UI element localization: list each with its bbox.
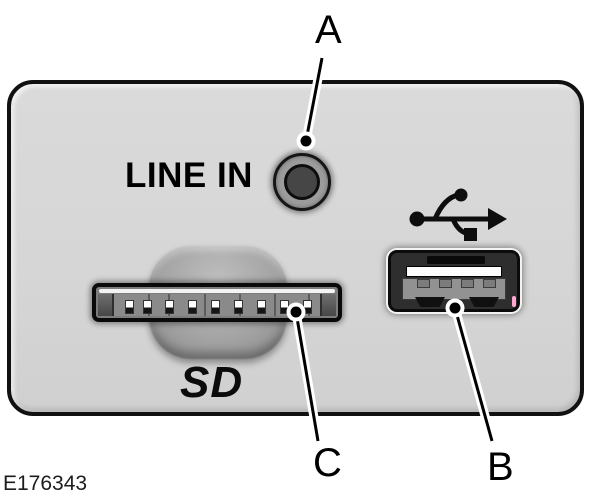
sd-pin — [165, 300, 174, 314]
usb-port-notch — [439, 279, 452, 288]
sd-pin — [303, 300, 312, 314]
sd-pin — [234, 300, 243, 314]
usb-port-notch — [483, 279, 496, 288]
sd-slot-interior — [98, 294, 336, 316]
usb-port-foot — [415, 297, 445, 307]
usb-port-foot — [469, 297, 499, 307]
sd-slot-end — [320, 294, 336, 316]
sd-pin — [125, 300, 134, 314]
line-in-jack — [273, 153, 331, 211]
sd-slot-top-highlight — [99, 289, 335, 293]
line-in-label: LINE IN — [125, 156, 253, 195]
usb-port — [388, 250, 520, 312]
callout-label-a: A — [315, 8, 342, 52]
usb-port-connector-body — [402, 278, 506, 300]
sd-pin — [211, 300, 220, 314]
sd-pin — [188, 300, 197, 314]
callout-label-b: B — [487, 445, 514, 489]
sd-slot-seam — [274, 294, 276, 316]
usb-port-notch — [461, 279, 474, 288]
usb-port-tongue — [406, 266, 502, 277]
sd-pin — [143, 300, 152, 314]
line-in-jack-hole — [284, 164, 320, 200]
sd-pin — [280, 300, 289, 314]
sd-slot-end — [98, 294, 114, 316]
sd-card-slot — [92, 283, 342, 322]
figure-code: E176343 — [3, 472, 88, 495]
usb-icon — [409, 188, 507, 241]
usb-port-top-recess — [427, 256, 485, 264]
sd-pin — [257, 300, 266, 314]
media-panel: LINE IN — [7, 80, 584, 416]
usb-port-highlight — [512, 296, 516, 307]
callout-label-c: C — [313, 441, 342, 485]
sd-slot-seam — [204, 294, 206, 316]
sd-label: SD — [180, 358, 244, 407]
usb-port-notch — [417, 279, 430, 288]
